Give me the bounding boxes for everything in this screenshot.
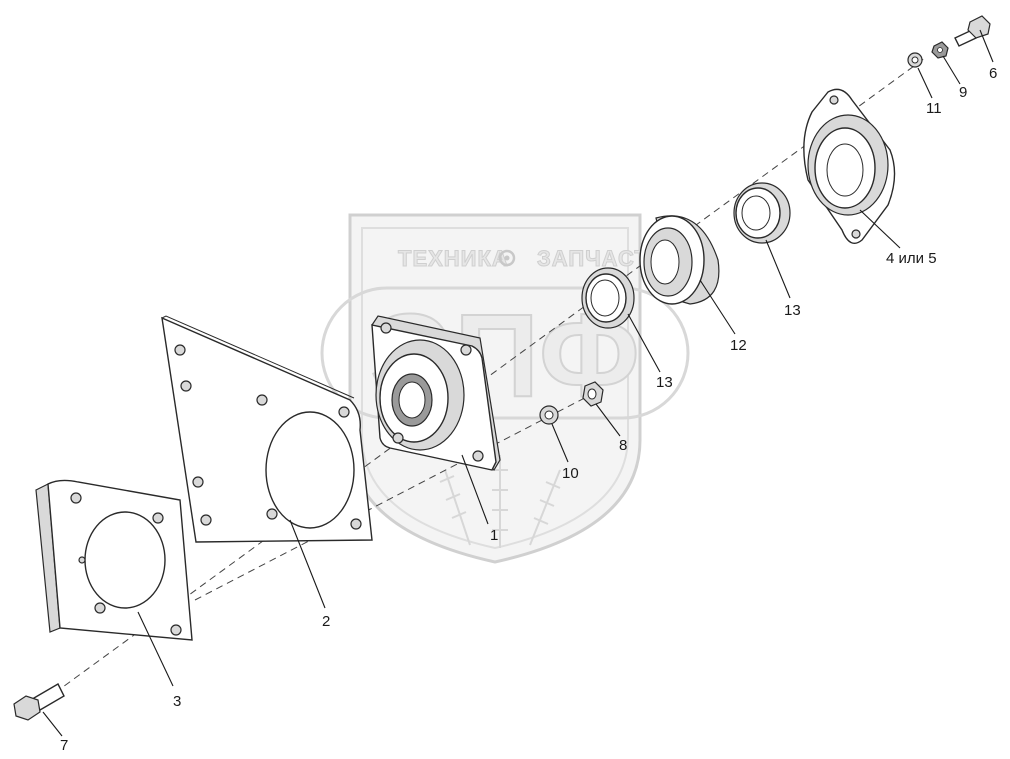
watermark-left-text: ТЕХНИКА [398, 246, 509, 271]
part-11-washer [907, 52, 923, 68]
part-8-nut [582, 381, 604, 407]
callout-7: 7 [60, 737, 68, 754]
callout-13-large-seal: 13 [784, 302, 801, 319]
callout-3: 3 [173, 693, 181, 710]
part-2-gasket-plate [161, 315, 373, 543]
callout-10: 10 [562, 465, 579, 482]
callout-13-small-seal: 13 [656, 374, 673, 391]
leader-lines [42, 29, 994, 737]
part-13-seal-small [581, 267, 635, 329]
part-1-flange-housing [371, 315, 501, 472]
part-4-or-5-cap [803, 88, 896, 244]
part-13-seal-large [733, 182, 791, 244]
callout-12: 12 [730, 337, 747, 354]
callout-8: 8 [619, 437, 627, 454]
callout-11: 11 [926, 100, 942, 117]
part-6-bolt [954, 15, 991, 47]
part-10-washer [539, 405, 559, 425]
part-12-bearing [639, 215, 720, 305]
callout-labels: 1 2 3 4 или 5 6 7 8 9 10 11 12 13 13 [60, 65, 997, 754]
part-9-nut [931, 41, 949, 59]
callout-4-or-5: 4 или 5 [886, 250, 937, 267]
callout-2: 2 [322, 613, 330, 630]
wheat-ears [439, 455, 561, 548]
part-7-bolt [13, 683, 65, 721]
assembly-axis-2 [194, 389, 601, 601]
gear-icon [498, 249, 516, 267]
callout-1: 1 [490, 527, 498, 544]
callout-6: 6 [989, 65, 997, 82]
callout-9: 9 [959, 84, 967, 101]
part-3-bracket [35, 479, 193, 641]
